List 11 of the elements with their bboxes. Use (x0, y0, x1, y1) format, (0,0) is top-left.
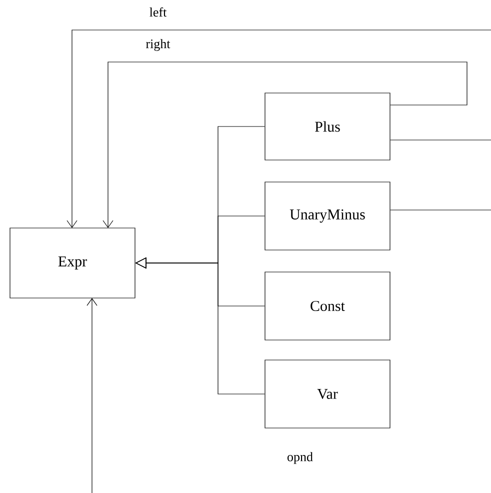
class-box: Plus (264, 92, 390, 160)
edge-label: opnd (288, 452, 313, 464)
association-arrow (86, 210, 491, 493)
class-box: Var (264, 360, 390, 428)
class-box: Const (264, 272, 390, 340)
edge-label: left (150, 7, 167, 17)
class-box: UnaryMinus (264, 182, 390, 250)
association-arrow (66, 30, 491, 228)
edge-label: right (146, 39, 170, 51)
class-box: Expr (10, 228, 136, 298)
association-arrow (102, 62, 468, 228)
